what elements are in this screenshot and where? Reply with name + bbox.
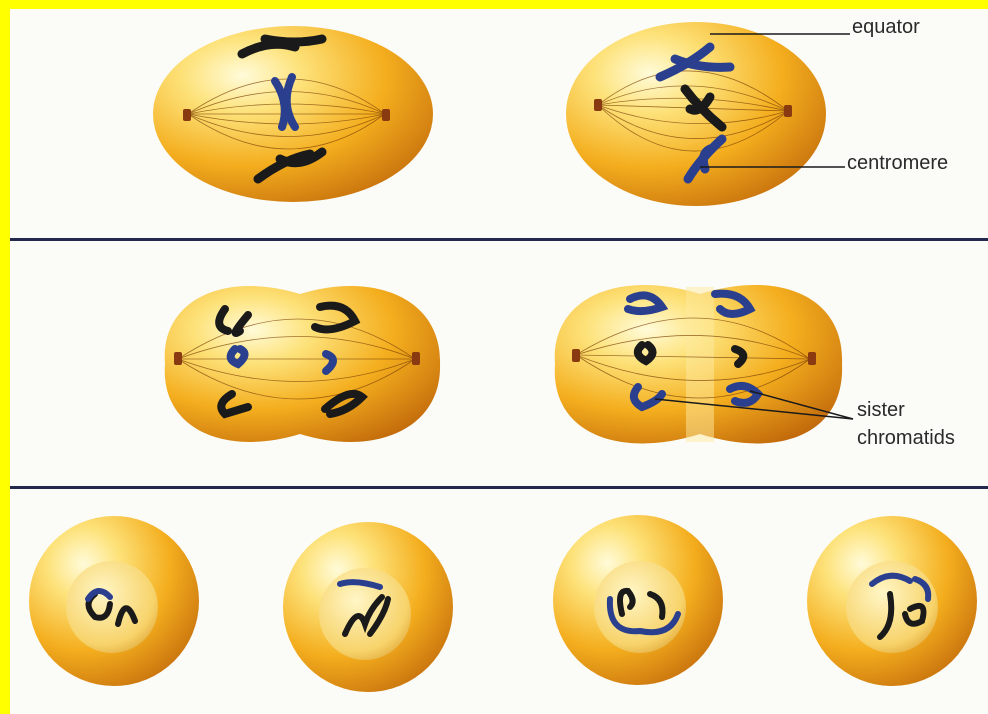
centriole	[808, 352, 816, 365]
daughter-cell-1	[29, 516, 199, 686]
centriole	[784, 105, 792, 117]
centriole	[412, 352, 420, 365]
daughter-cell-2	[283, 522, 453, 692]
diagram-frame: equator centromere sister chromatids	[10, 9, 988, 714]
row-divider-2	[10, 486, 988, 489]
chromatids-label: chromatids	[857, 427, 955, 450]
centriole	[572, 349, 580, 362]
centriole	[382, 109, 390, 121]
cell-metaphase-2	[566, 22, 850, 206]
sister-label: sister	[857, 399, 905, 422]
cell-metaphase-1	[153, 26, 433, 202]
centriole	[183, 109, 191, 121]
centriole	[594, 99, 602, 111]
row-divider-1	[10, 238, 988, 241]
mitosis-diagram	[10, 9, 988, 714]
cleavage-zone	[686, 287, 714, 442]
centromere-label: centromere	[847, 152, 948, 175]
daughter-cell-4	[807, 516, 977, 686]
equator-label: equator	[852, 16, 920, 39]
centriole	[174, 352, 182, 365]
daughter-cell-3	[553, 515, 723, 685]
cell-anaphase-2	[555, 285, 853, 443]
cell-anaphase-1	[165, 286, 440, 442]
